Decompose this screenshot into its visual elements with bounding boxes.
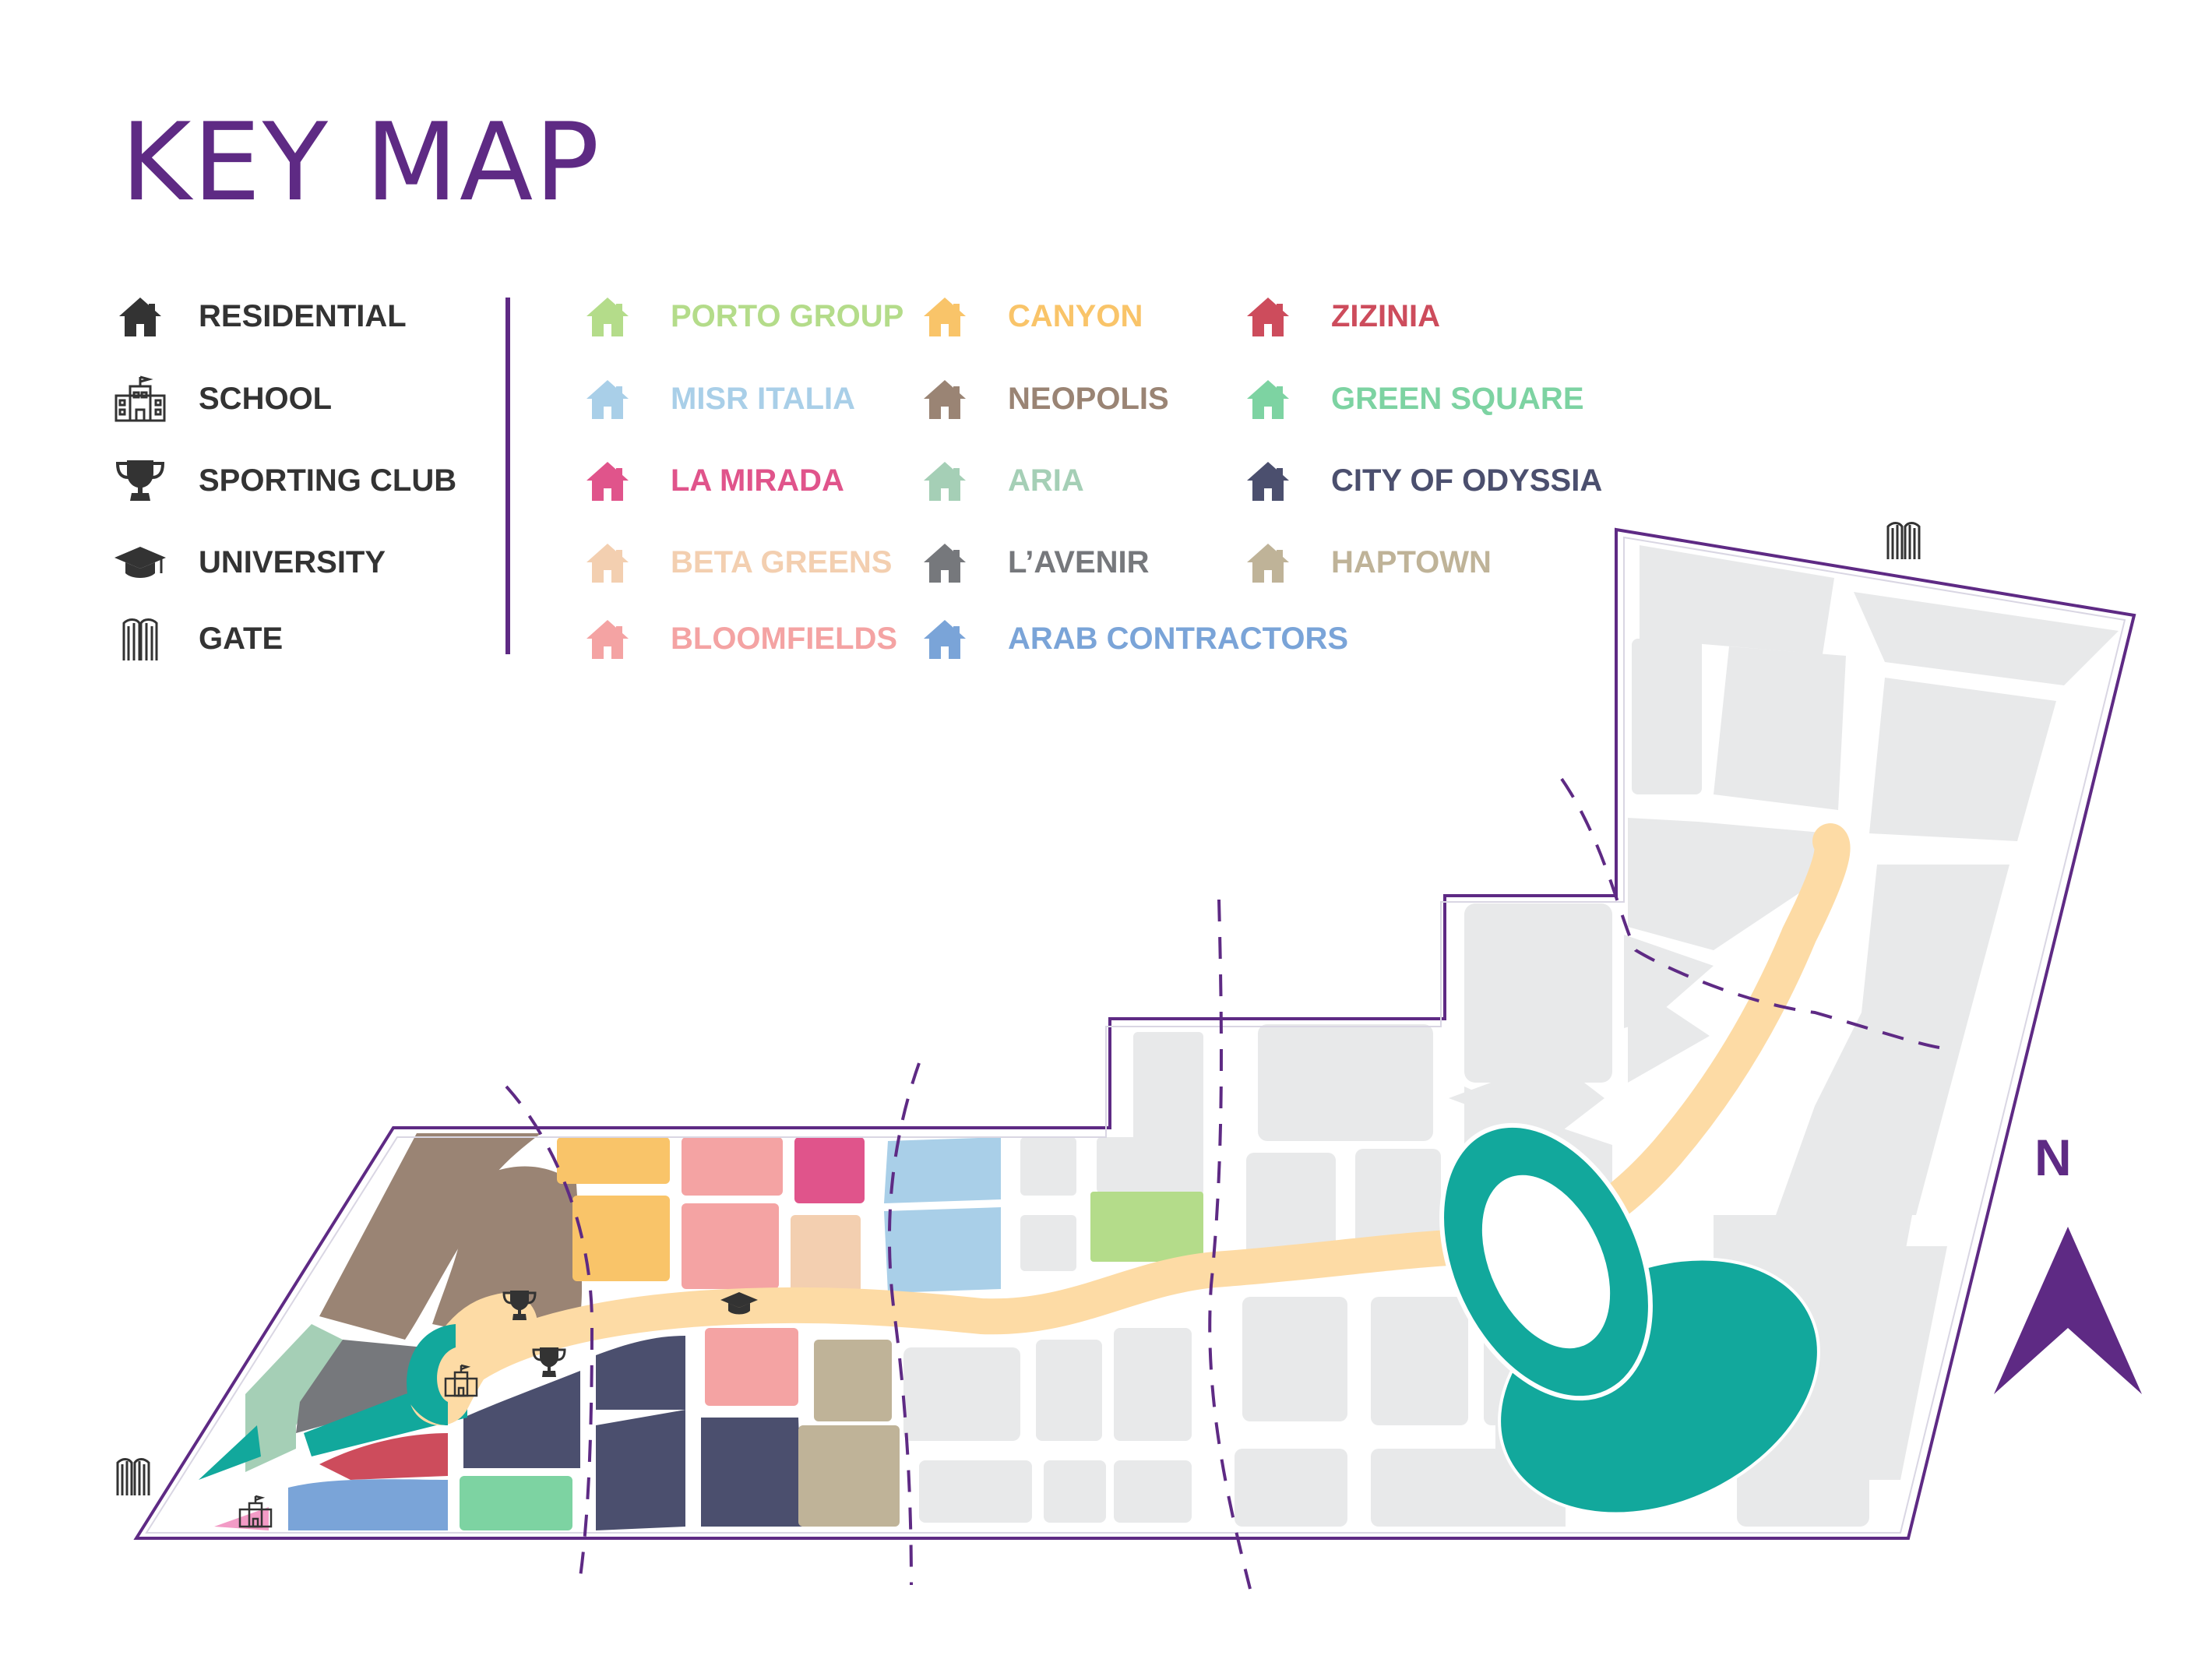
legend-green-square: GREEN SQUARE (1241, 375, 1584, 422)
plot-odyssia (463, 1371, 580, 1468)
legend-bloomfields: BLOOMFIELDS (580, 615, 897, 662)
plot-arab-contractors (288, 1479, 448, 1530)
plot-bloomfields-sw (214, 1507, 269, 1530)
legend-arab-contractors: ARAB CONTRACTORS (918, 615, 1348, 662)
plot-odyssia (701, 1418, 802, 1527)
legend-divider (505, 298, 510, 654)
house-icon (586, 620, 629, 659)
plot-bloomfields (682, 1137, 783, 1196)
house-icon (1247, 544, 1289, 583)
plot-canyon (557, 1137, 670, 1184)
plot-odyssia (596, 1410, 685, 1530)
gate-icon (116, 1458, 150, 1497)
plot-haptown (798, 1425, 900, 1527)
gate-icon (122, 618, 158, 660)
plot-neopolis (432, 1166, 583, 1340)
legend-label: NEOPOLIS (1008, 382, 1169, 416)
trophy-icon (115, 460, 165, 501)
plot-bloomfields (682, 1203, 779, 1289)
house-icon (924, 380, 966, 419)
legend-label: GATE (199, 622, 284, 656)
west-roundabout (407, 1324, 456, 1425)
legend-label: BLOOMFIELDS (671, 622, 898, 656)
plot-bloomfields (705, 1328, 798, 1406)
house-icon (1247, 380, 1289, 419)
legend-label: L’AVENIR (1008, 545, 1150, 579)
legend-school: SCHOOL (113, 375, 332, 422)
house-icon (1247, 462, 1289, 501)
north-arrow-icon (1994, 1227, 2142, 1394)
plot-porto-group (1090, 1192, 1203, 1262)
plot-aria (245, 1324, 343, 1472)
house-icon (924, 298, 966, 336)
legend-residential: RESIDENTIAL (113, 293, 407, 340)
plot-beta-greens (791, 1215, 861, 1293)
house-icon (924, 462, 966, 501)
legend-label: MISR ITALIA (671, 382, 856, 416)
legend-neopolis: NEOPOLIS (918, 375, 1169, 422)
central-plaza (1439, 1122, 1820, 1516)
developer-plots (199, 1133, 1203, 1530)
house-icon (586, 380, 629, 419)
page-title: KEY MAP (121, 100, 601, 225)
legend-label: LA MIRADA (671, 463, 844, 498)
legend-misr-italia: MISR ITALIA (580, 375, 855, 422)
legend-label: ARAB CONTRACTORS (1008, 622, 1349, 656)
legend-zizinia: ZIZINIA (1241, 293, 1440, 340)
legend-label: BETA GREENS (671, 545, 893, 579)
house-icon (119, 298, 161, 336)
plot-odyssia (596, 1336, 685, 1410)
legend-label: ZIZINIA (1331, 299, 1440, 333)
phase-lines (505, 777, 1940, 1590)
plot-haptown (814, 1340, 892, 1421)
plot-la-mirada (794, 1137, 865, 1203)
house-icon (924, 544, 966, 583)
legend-city-of-odyssia: CITY OF ODYSSIA (1241, 457, 1602, 504)
north-label: N (2034, 1129, 2072, 1186)
house-icon (586, 544, 629, 583)
legend-haptown: HAPTOWN (1241, 539, 1492, 586)
plot-misr-italia (884, 1207, 1001, 1293)
legend-gate: GATE (113, 615, 283, 662)
site-boundary (133, 527, 2136, 1540)
legend-label: CANYON (1008, 299, 1143, 333)
legend-label: HAPTOWN (1331, 545, 1492, 579)
legend-university: UNIVERSITY (113, 539, 386, 586)
legend-label: ARIA (1008, 463, 1084, 498)
plot-teal-sw (199, 1425, 261, 1480)
legend-label: RESIDENTIAL (199, 299, 407, 333)
legend-porto-group: PORTO GROUP (580, 293, 903, 340)
legend-label: SPORTING CLUB (199, 463, 457, 498)
legend-sporting-club: SPORTING CLUB (113, 457, 456, 504)
house-icon (586, 298, 629, 336)
gate-icon (1886, 522, 1921, 561)
legend-la-mirada: LA MIRADA (580, 457, 844, 504)
main-boulevard (422, 823, 1851, 1412)
legend-lavenir: L’AVENIR (918, 539, 1150, 586)
legend-label: CITY OF ODYSSIA (1331, 463, 1603, 498)
graduation-cap-icon (720, 1292, 758, 1315)
plot-zizinia (319, 1433, 448, 1480)
house-icon (924, 620, 966, 659)
legend-label: PORTO GROUP (671, 299, 904, 333)
plot-green-square (460, 1476, 572, 1530)
house-icon (1247, 298, 1289, 336)
legend-label: GREEN SQUARE (1331, 382, 1584, 416)
house-icon (586, 462, 629, 501)
legend-canyon: CANYON (918, 293, 1143, 340)
plot-lavenir (296, 1340, 424, 1433)
legend-label: UNIVERSITY (199, 545, 386, 579)
plot-misr-italia (884, 1137, 1001, 1203)
legend-label: SCHOOL (199, 382, 333, 416)
legend-aria: ARIA (918, 457, 1084, 504)
school-icon (114, 375, 166, 422)
legend-beta-greens: BETA GREENS (580, 539, 892, 586)
graduation-cap-icon (114, 547, 166, 578)
plot-canyon (572, 1196, 670, 1281)
inner-boundary (145, 536, 2126, 1534)
